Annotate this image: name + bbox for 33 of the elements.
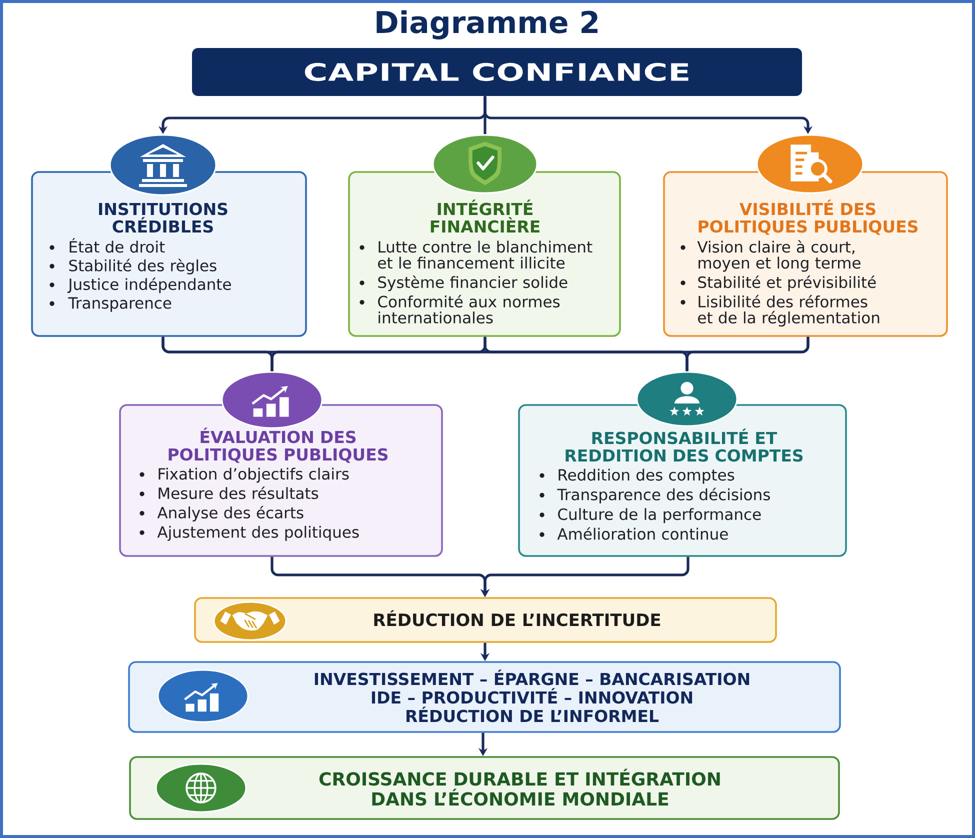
card-heading: RESPONSABILITÉ ET REDDITION DES COMPTES — [566, 428, 803, 462]
card-heading: INSTITUTIONS CRÉDIBLES — [99, 202, 228, 233]
flow-box: CROISSANCE DURABLE ET INTÉGRATION DANS L’ÉCONOMIE MONDIALE — [129, 756, 840, 820]
info-card — [119, 371, 443, 557]
bullet-text: Transparence — [68, 297, 172, 312]
bullet-text: Analyse des écarts — [157, 506, 304, 522]
bullet-text: Culture de la performance — [558, 508, 761, 524]
bullet-text: Fixation d’objectifs clairs — [158, 468, 349, 483]
bullet-text: Stabilité des règles — [69, 258, 216, 274]
card-heading: ÉVALUATION DES POLITIQUES PUBLIQUES — [168, 428, 388, 463]
bullet-text: Conformité aux normes internationales — [378, 294, 560, 324]
bullet-text: Amélioration continue — [557, 527, 728, 540]
bullet-text: Système financier solide — [378, 276, 568, 292]
bullet-text: Vision claire à court, moyen et long terme — [697, 240, 860, 272]
bullet-text: État de droit — [70, 238, 165, 253]
info-card — [518, 371, 847, 557]
diagram-title: Diagramme 2 — [376, 10, 598, 40]
flow-box: INVESTISSEMENT – ÉPARGNE – BANCARISATION IDE – PRODUCTIVITÉ – INNOVATION RÉDUCTION DE L’INFORMEL — [128, 661, 841, 733]
info-card — [663, 134, 948, 337]
card-heading: VISIBILITÉ DES POLITIQUES PUBLIQUES — [698, 200, 918, 235]
bullet-text: Justice indépendante — [67, 278, 231, 294]
bullet-text: Lisibilité des réformes et de la réglementation — [698, 294, 880, 327]
header-bar: CAPITAL CONFIANCE — [192, 48, 802, 96]
bullet-text: Lutte contre le blanchiment et le financement illicite — [378, 240, 592, 269]
bullet-text: Stabilité et prévisibilité — [698, 276, 876, 292]
bullet-text: Transparence des décisions — [557, 488, 770, 504]
bullet-text: Mesure des résultats — [158, 486, 318, 500]
bullet-text: Reddition des comptes — [558, 468, 734, 484]
card-heading: INTÉGRITÉ FINANCIÈRE — [430, 200, 540, 233]
info-card — [31, 134, 307, 337]
bullet-text: Ajustement des politiques — [157, 526, 359, 541]
flow-box: RÉDUCTION DE L’INCERTITUDE — [194, 597, 777, 643]
info-card — [348, 134, 621, 337]
